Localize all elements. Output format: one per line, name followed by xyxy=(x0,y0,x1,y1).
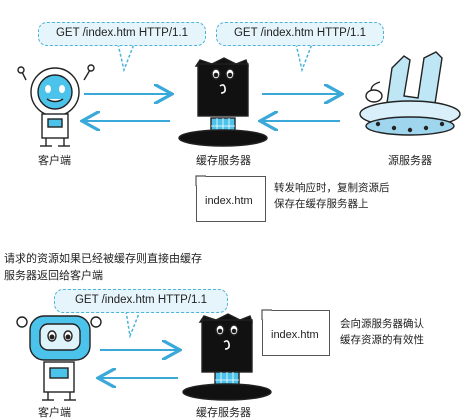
cached-file-name: index.htm xyxy=(271,329,319,341)
request-bubble-bottom: GET /index.htm HTTP/1.1 xyxy=(54,289,228,313)
bubble-tail-top-left xyxy=(117,43,135,73)
cached-file-icon-bottom: index.htm xyxy=(262,310,330,356)
request-bubble-top-left: GET /index.htm HTTP/1.1 xyxy=(38,22,206,46)
note-line: 转发响应时，复制资源后 xyxy=(274,182,390,194)
caption-line: 服务器返回给客户端 xyxy=(4,269,103,282)
request-bubble-top-right: GET /index.htm HTTP/1.1 xyxy=(216,22,384,46)
cache-server-hat-icon xyxy=(178,57,268,147)
origin-server-label: 源服务器 xyxy=(388,154,432,167)
validation-note: 会向源服务器确认 缓存资源的有效性 xyxy=(340,316,424,348)
client-label: 客户端 xyxy=(38,154,71,167)
request-bubble-text: GET /index.htm HTTP/1.1 xyxy=(55,27,189,39)
cache-copy-note: 转发响应时，复制资源后 保存在缓存服务器上 xyxy=(274,180,390,212)
caption-line: 请求的资源如果已经被缓存则直接由缓存 xyxy=(4,252,202,265)
request-bubble-text: GET /index.htm HTTP/1.1 xyxy=(233,27,367,39)
note-line: 缓存资源的有效性 xyxy=(340,334,424,346)
client-robot-icon-bottom xyxy=(16,315,102,401)
note-line: 保存在缓存服务器上 xyxy=(274,198,369,210)
cache-hit-caption: 请求的资源如果已经被缓存则直接由缓存 服务器返回给客户端 xyxy=(4,250,202,284)
bubble-tail-bottom xyxy=(125,310,141,339)
cache-server-label-bottom: 缓存服务器 xyxy=(196,406,251,419)
cached-file-name: index.htm xyxy=(205,195,253,207)
request-bubble-text: GET /index.htm HTTP/1.1 xyxy=(74,294,208,306)
client-robot-icon xyxy=(17,64,95,147)
origin-server-ufo-icon xyxy=(359,51,461,136)
note-line: 会向源服务器确认 xyxy=(340,318,424,330)
cache-server-label: 缓存服务器 xyxy=(196,154,251,167)
bubble-tail-top-right xyxy=(295,43,313,73)
cached-file-icon: index.htm xyxy=(196,176,266,222)
client-label-bottom: 客户端 xyxy=(38,406,71,419)
cache-server-hat-icon-bottom xyxy=(182,313,272,401)
